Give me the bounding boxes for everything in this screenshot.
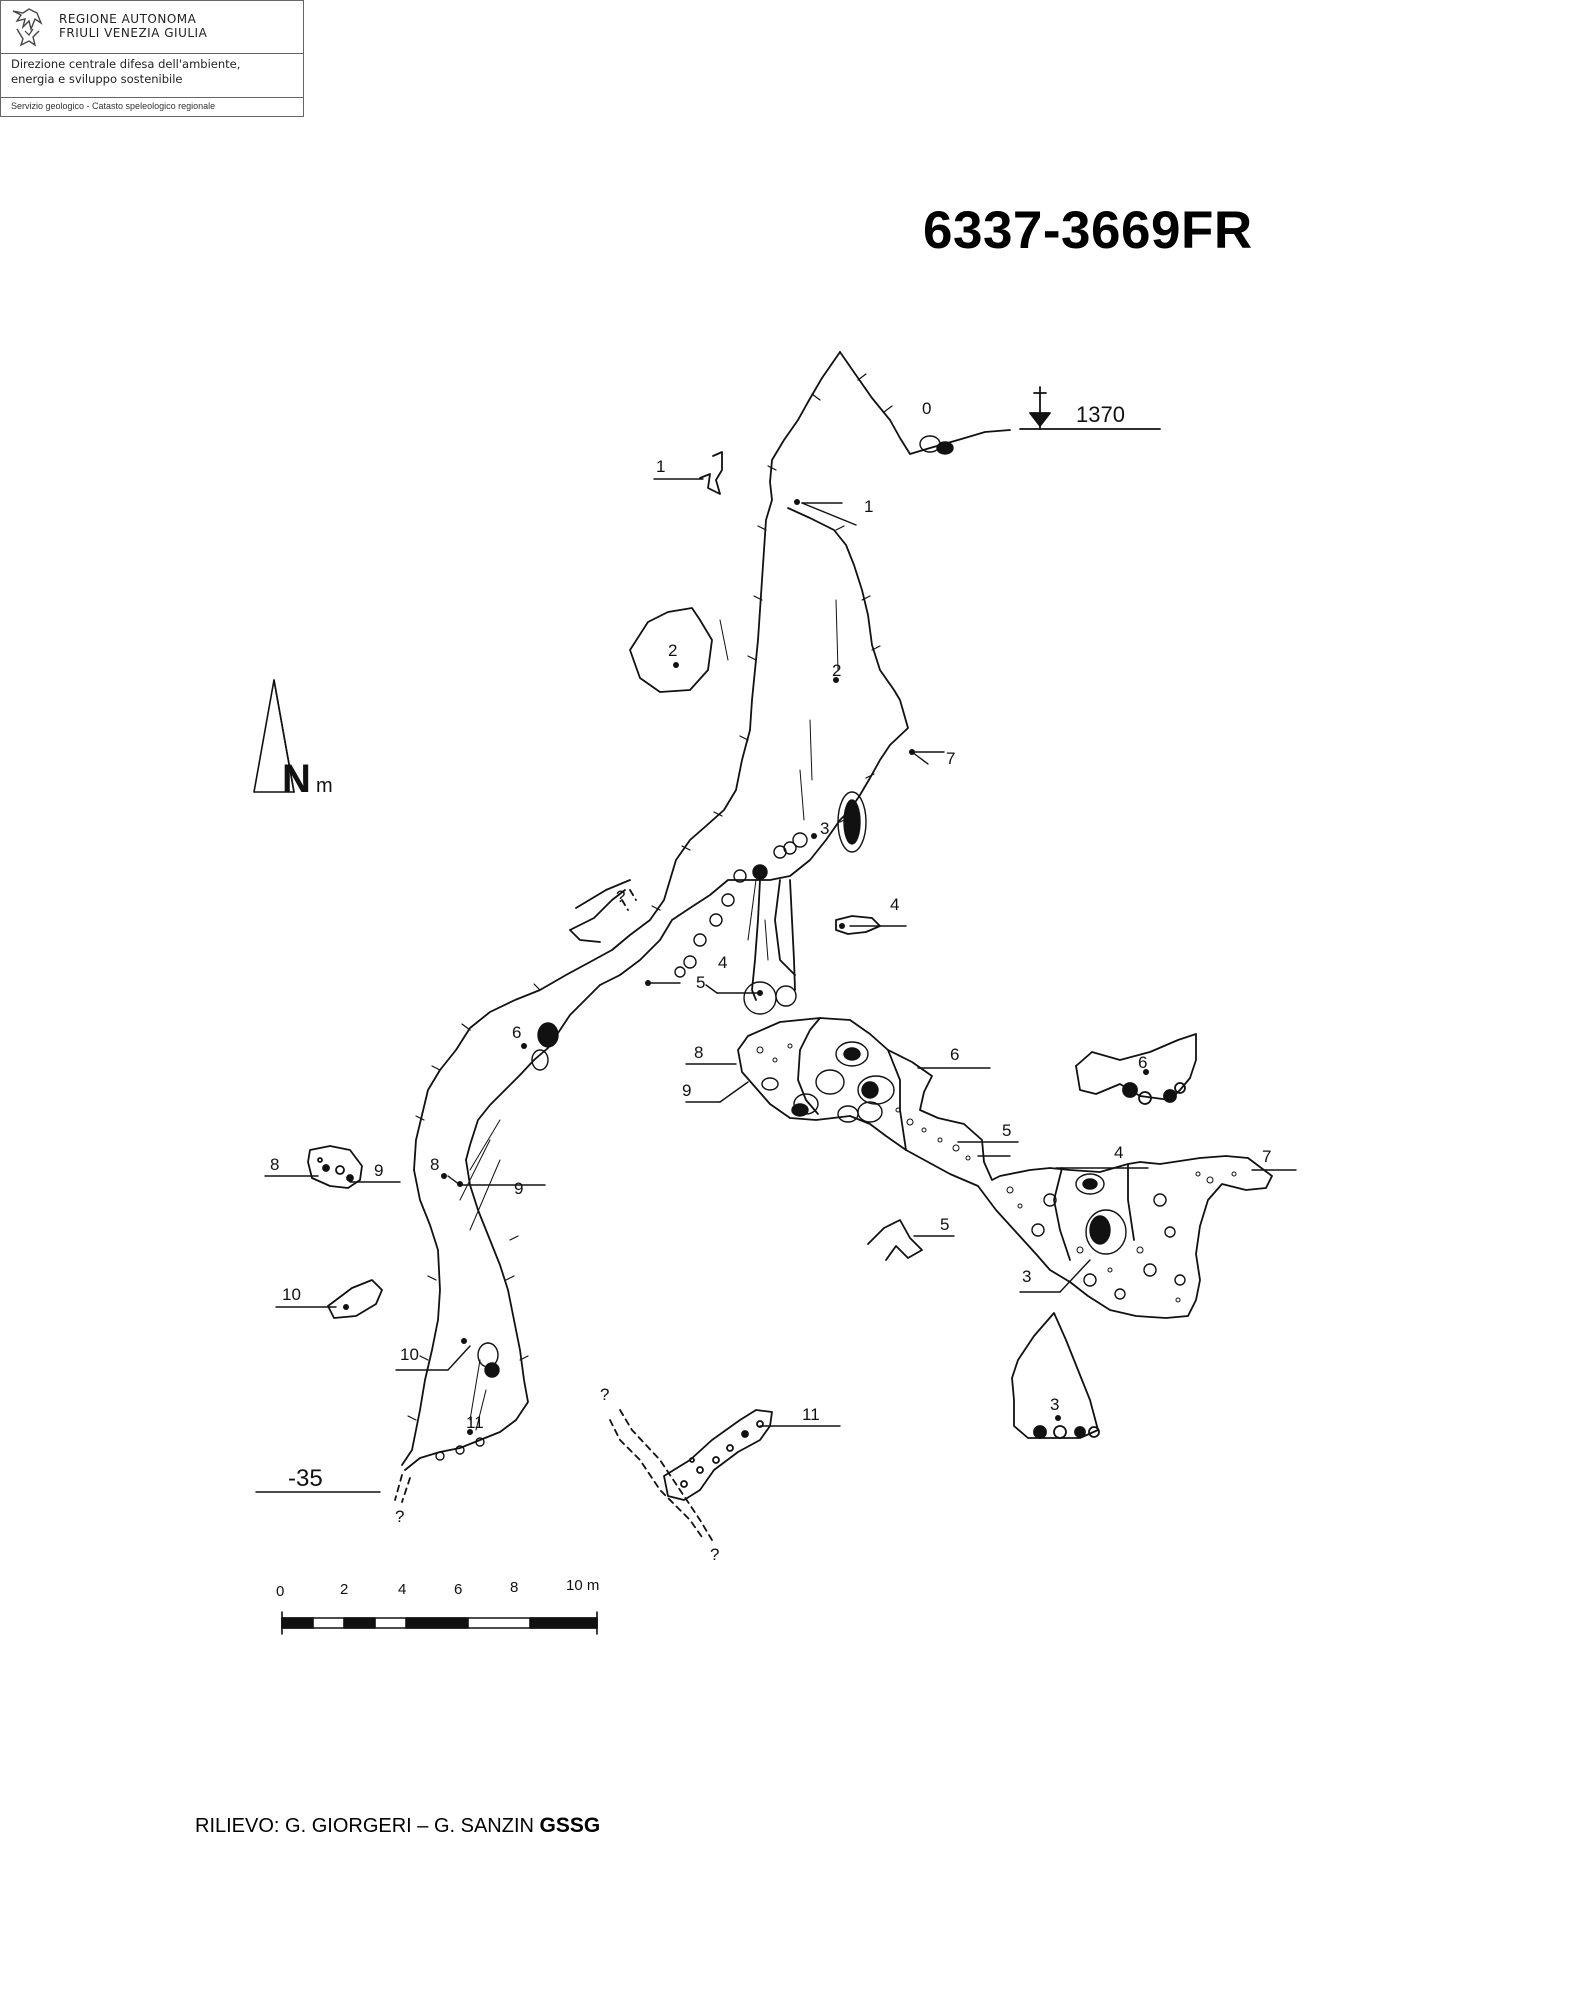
directorate-line2: energia e sviluppo sostenibile xyxy=(11,72,183,86)
profile-label-5: 5 xyxy=(1002,1121,1011,1140)
profile-label-3: 3 xyxy=(1022,1267,1031,1286)
profile-label-4: 4 xyxy=(1114,1143,1123,1162)
station-dots xyxy=(343,499,1149,1435)
credit-group: GSSG xyxy=(539,1814,601,1837)
section-label-3: 3 xyxy=(1050,1395,1059,1414)
station-10: 10 xyxy=(400,1345,419,1364)
plan-stones xyxy=(435,435,954,1461)
plan-outline xyxy=(401,351,1011,1471)
cave-id: 6337-3669FR xyxy=(923,201,1253,260)
directorate-line1: Direzione centrale difesa dell'ambiente, xyxy=(11,57,241,71)
passage-hatching xyxy=(459,599,839,1431)
scale-bar xyxy=(281,1611,598,1635)
north-label: N xyxy=(282,757,311,801)
profile-label-9: 9 xyxy=(682,1081,691,1100)
question-mark-2: ? xyxy=(395,1507,404,1526)
section-label-4: 4 xyxy=(890,895,899,914)
section-label-11: 11 xyxy=(802,1405,820,1424)
cross-section-4 xyxy=(835,915,881,935)
station-11: 11 xyxy=(466,1413,484,1432)
north-arrow-icon xyxy=(253,679,295,793)
org-name-line2: FRIULI VENEZIA GIULIA xyxy=(59,26,208,40)
org-name-line1: REGIONE AUTONOMA xyxy=(59,12,197,26)
profile-label-7: 7 xyxy=(1262,1147,1271,1166)
scale-tick-0: 0 xyxy=(276,1583,284,1600)
station-1: 1 xyxy=(864,497,873,516)
survey-credit: RILIEVO: G. GIORGERI – G. SANZIN GSSG xyxy=(195,1814,600,1838)
section-label-1: 1 xyxy=(656,457,665,476)
cross-section-3 xyxy=(1011,1312,1100,1439)
scale-tick-4: 4 xyxy=(398,1581,406,1598)
section-label-8: 8 xyxy=(270,1155,279,1174)
station-8: 8 xyxy=(430,1155,439,1174)
credit-surveyors: RILIEVO: G. GIORGERI – G. SANZIN xyxy=(195,1815,540,1837)
entrance-elevation-marker xyxy=(1019,386,1161,430)
profile-label-8: 8 xyxy=(694,1043,703,1062)
station-9: 9 xyxy=(514,1179,523,1198)
profile-stones xyxy=(761,1041,1186,1300)
scale-tick-2: 2 xyxy=(340,1581,348,1598)
cross-section-2 xyxy=(629,607,713,693)
cross-section-1 xyxy=(699,451,723,495)
section-label-2: 2 xyxy=(668,641,677,660)
section-label-6: 6 xyxy=(1138,1053,1147,1072)
profile-gravel xyxy=(756,1043,1237,1303)
section-label-9: 9 xyxy=(374,1161,383,1180)
question-mark-1: ? xyxy=(616,887,625,906)
station-2: 2 xyxy=(832,661,841,680)
scale-tick-6: 6 xyxy=(454,1581,462,1598)
station-0: 0 xyxy=(922,399,931,418)
header-directorate-row: Direzione centrale difesa dell'ambiente,… xyxy=(1,53,303,98)
longitudinal-profile xyxy=(737,1017,1273,1319)
station-6: 6 xyxy=(512,1023,521,1042)
scale-tick-8: 8 xyxy=(510,1579,518,1596)
cross-section-10 xyxy=(327,1279,383,1319)
question-mark-3: ? xyxy=(600,1385,609,1404)
north-sub-label: m xyxy=(316,775,333,797)
station-4: 4 xyxy=(718,953,727,972)
dashed-continuations xyxy=(394,889,713,1541)
cross-section-11 xyxy=(663,1409,773,1501)
cross-section-6 xyxy=(1075,1033,1197,1105)
header-box: REGIONE AUTONOMA FRIULI VENEZIA GIULIA D… xyxy=(0,0,304,117)
leader-lines xyxy=(255,478,1297,1493)
scale-tick-10: 10 m xyxy=(566,1577,599,1594)
cross-section-5 xyxy=(867,1219,923,1261)
section-label-10: 10 xyxy=(282,1285,301,1304)
cross-section-8 xyxy=(307,1145,363,1189)
depth-label: -35 xyxy=(288,1465,323,1492)
profile-label-6: 6 xyxy=(950,1045,959,1064)
station-3: 3 xyxy=(820,819,829,838)
scale-bar-labels: 0 2 4 6 8 10 m xyxy=(276,1577,599,1600)
header-org-row: REGIONE AUTONOMA FRIULI VENEZIA GIULIA xyxy=(1,1,303,54)
station-5: 5 xyxy=(696,973,705,992)
section-label-5: 5 xyxy=(940,1215,949,1234)
service-name: Servizio geologico - Catasto speleologic… xyxy=(11,101,216,111)
wall-ticks xyxy=(407,373,893,1421)
question-mark-4: ? xyxy=(710,1545,719,1564)
station-7: 7 xyxy=(946,749,955,768)
entrance-elevation: 1370 xyxy=(1076,402,1125,427)
eagle-logo-icon xyxy=(12,8,43,47)
